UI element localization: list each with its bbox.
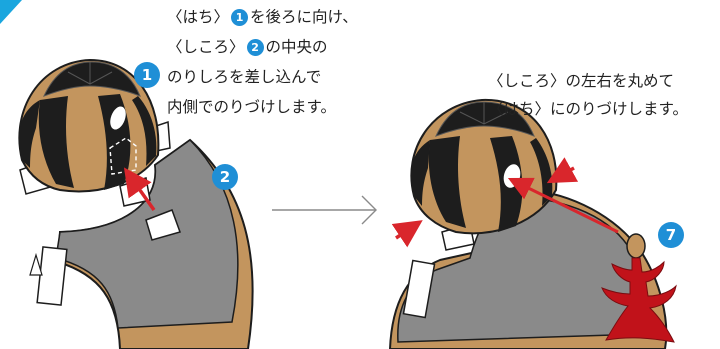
marker-1-icon: 1 — [134, 62, 160, 88]
shikoro-left-gray — [55, 139, 239, 329]
step-arrow — [272, 195, 377, 225]
shikoro-right-white-strip — [402, 259, 436, 319]
left-line1-post: を後ろに向け、 — [250, 8, 358, 26]
insert-arrow — [123, 167, 156, 212]
left-line2-post: の中央の — [265, 38, 328, 56]
shikoro-left-insert-tab — [145, 209, 181, 241]
left-line2-pre: 〈しころ〉 — [167, 38, 245, 56]
ornament-part-7 — [601, 233, 677, 343]
shikoro-left-side-tab — [29, 252, 43, 276]
hachi-left — [18, 58, 160, 193]
left-instruction-line-3: のりしろを差し込んで — [167, 68, 322, 86]
right-instruction-line-1: 〈しころ〉の左右を丸めて — [488, 72, 675, 90]
left-assembly — [18, 58, 254, 349]
hachi-left-highlight — [110, 106, 126, 130]
badge-1-icon: 1 — [231, 9, 249, 26]
glue-area-dashed — [109, 137, 137, 175]
corner-tab-icon — [0, 0, 22, 24]
arrow-left-side — [391, 220, 423, 248]
marker-2-icon: 2 — [212, 164, 238, 190]
right-assembly — [388, 98, 677, 349]
arrow-ornament — [507, 177, 619, 234]
badge-2-icon: 2 — [246, 39, 264, 56]
left-instruction-line-4: 内側でのりづけします。 — [167, 98, 336, 116]
arrow-top-side — [546, 157, 579, 184]
left-line1-pre: 〈はち〉 — [167, 8, 230, 26]
shikoro-left-white-strip — [36, 246, 68, 306]
hachi-right — [410, 98, 558, 235]
right-instruction-line-2: 〈はち〉にのりづけします。 — [488, 100, 688, 118]
marker-7-icon: 7 — [658, 222, 684, 248]
